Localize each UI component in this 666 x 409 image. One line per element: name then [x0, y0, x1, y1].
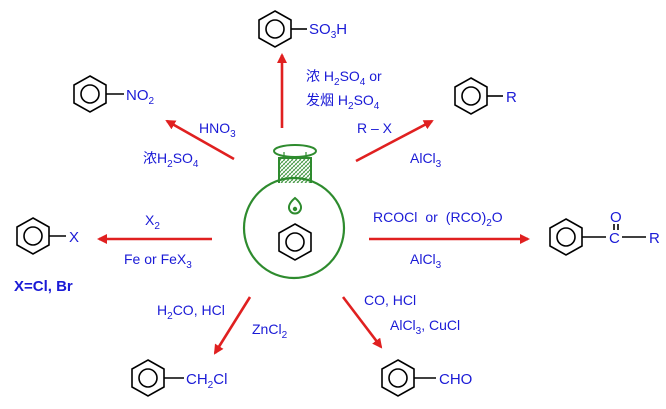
- product-alkylbenzene: R: [454, 77, 517, 115]
- svg-text:发烟 H2SO4: 发烟 H2SO4: [306, 92, 380, 112]
- conditions-halogenation: X2 Fe or FeX3: [124, 212, 192, 271]
- halo-group-label: X: [69, 229, 79, 246]
- svg-text:AlCl3, CuCl: AlCl3, CuCl: [390, 317, 460, 337]
- product-benzaldehyde: CHO: [381, 359, 472, 397]
- svg-text:浓 H2SO4 or: 浓 H2SO4 or: [306, 68, 382, 88]
- product-nitrobenzene: NO2: [73, 75, 155, 113]
- product-sulfonic-acid: SO3H: [258, 10, 347, 48]
- svg-text:AlCl3: AlCl3: [410, 150, 442, 170]
- arrow-formylation: [341, 296, 383, 349]
- svg-text:Fe or FeX3: Fe or FeX3: [124, 251, 192, 271]
- benzene-reactant-icon: [278, 223, 312, 261]
- svg-text:X2: X2: [145, 212, 160, 232]
- product-benzyl-chloride: CH2Cl: [131, 359, 227, 397]
- arrow-alkylation: [355, 119, 434, 163]
- svg-text:AlCl3: AlCl3: [410, 251, 442, 271]
- round-bottom-flask-icon: [242, 144, 346, 280]
- conditions-formylation: CO, HCl AlCl3, CuCl: [364, 292, 460, 337]
- svg-text:HNO3: HNO3: [199, 120, 236, 140]
- ketone-carbon-label: C: [609, 230, 620, 247]
- conditions-chloromethylation: H2CO, HCl ZnCl2: [157, 302, 288, 341]
- aldehyde-group-label: CHO: [439, 371, 472, 388]
- halo-note: X=Cl, Br: [14, 278, 73, 295]
- svg-text:CO, HCl: CO, HCl: [364, 292, 416, 308]
- nitro-group-label: NO2: [126, 87, 155, 107]
- arrow-chloromethylation: [213, 296, 252, 355]
- product-halobenzene: X X=Cl, Br: [14, 217, 79, 295]
- conditions-alkylation: R – X AlCl3: [357, 120, 442, 170]
- conditions-sulfonation: 浓 H2SO4 or 发烟 H2SO4: [306, 68, 382, 112]
- chloromethyl-group-label: CH2Cl: [186, 371, 227, 391]
- svg-text:R – X: R – X: [357, 120, 393, 136]
- svg-text:H2CO, HCl: H2CO, HCl: [157, 302, 225, 322]
- arrow-nitration: [165, 119, 235, 161]
- ketone-oxygen-label: O: [610, 209, 622, 226]
- conditions-nitration: HNO3 浓H2SO4: [143, 120, 236, 170]
- alkyl-group-label: R: [506, 89, 517, 106]
- svg-text:ZnCl2: ZnCl2: [252, 321, 288, 341]
- sulfonic-group-label: SO3H: [309, 21, 347, 41]
- ketone-r-label: R: [649, 230, 660, 247]
- svg-text:浓H2SO4: 浓H2SO4: [143, 150, 199, 170]
- product-ketone: C O R: [549, 209, 660, 256]
